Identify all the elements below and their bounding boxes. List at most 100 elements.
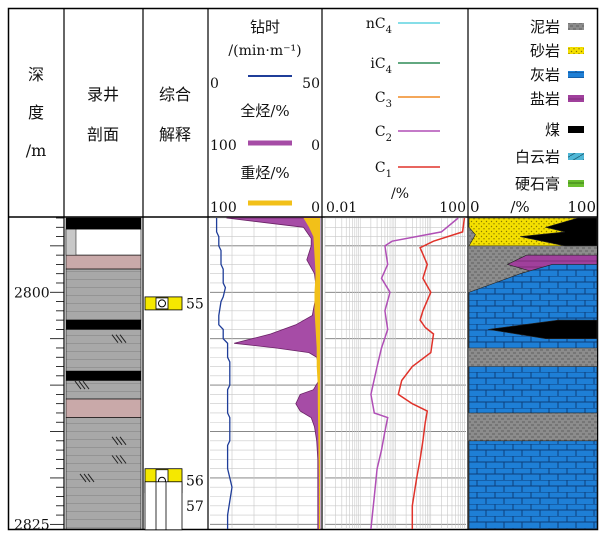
rock-legend-label: 盐岩 xyxy=(530,90,560,108)
lithology-band xyxy=(65,329,142,372)
rock-legend-swatch xyxy=(568,47,584,54)
depth-label: 2800 xyxy=(14,285,50,301)
depth-track: 2800 2825 xyxy=(14,217,64,533)
drill-time-line xyxy=(215,218,233,529)
interpretation-symbol xyxy=(155,297,169,310)
rock-legend-swatch xyxy=(568,126,584,133)
depth-header-line-1: 深 xyxy=(28,65,44,84)
lithology-header: 录井 剖面 xyxy=(87,85,119,144)
interpretation-header-line-1: 综合 xyxy=(159,85,191,104)
gas-legend-label: nC4 xyxy=(366,16,392,36)
lithology-mark xyxy=(119,436,127,446)
lithology-mark xyxy=(82,380,90,390)
depth-header: 深 度 /m xyxy=(26,65,47,160)
lithology-header-line-2: 剖面 xyxy=(87,125,119,144)
interpretation-number: 57 xyxy=(186,499,204,515)
lithology-band xyxy=(65,370,142,381)
total-hc-area xyxy=(226,217,321,530)
lithology-header-line-1: 录井 xyxy=(87,85,119,104)
lithology-mark xyxy=(83,473,91,483)
rock-area-coal xyxy=(520,217,598,247)
lithology-mark xyxy=(115,455,123,464)
rock-legend-label: 灰岩 xyxy=(530,66,560,84)
rock-legend-swatch xyxy=(568,180,584,187)
lithology-mark xyxy=(74,380,82,390)
lithology-band xyxy=(65,254,142,270)
heavy-hc-area xyxy=(303,218,320,529)
gas-legend-label: C3 xyxy=(375,90,392,110)
lithology-mark xyxy=(78,380,86,390)
lithology-mark xyxy=(111,334,119,343)
depth-label: 2825 xyxy=(14,517,50,533)
gas-legend-label: C1 xyxy=(375,160,392,180)
rock-max: 100 xyxy=(567,198,596,216)
interpretation-symbol xyxy=(158,299,166,308)
rock-legend-swatch xyxy=(568,95,584,102)
rock-legend-swatch xyxy=(568,71,584,78)
total-hc-min: 100 xyxy=(210,138,237,154)
drill-time-title: 钻时 xyxy=(250,18,280,36)
lithology-band xyxy=(65,380,142,400)
lithology-mark xyxy=(115,334,123,343)
rock-legend-label: 砂岩 xyxy=(530,42,560,60)
depth-header-line-3: /m xyxy=(26,141,47,160)
lithology-mark xyxy=(111,455,119,464)
rock-min: 0 xyxy=(470,198,480,216)
rock-legend-swatch xyxy=(568,153,584,160)
rock-area-limestone xyxy=(468,440,598,530)
lithology-band xyxy=(65,398,142,418)
depth-header-line-2: 度 xyxy=(28,103,44,122)
gas-line xyxy=(397,217,466,529)
lithology-band xyxy=(65,417,142,530)
lithology-mark xyxy=(119,334,127,343)
heavy-hc-min: 100 xyxy=(210,200,237,216)
lithology-band xyxy=(65,228,77,256)
gas-legend-label: C2 xyxy=(375,124,392,144)
lithology-mark xyxy=(87,473,95,483)
lithology-band xyxy=(65,319,142,330)
lithology-track xyxy=(65,217,142,530)
rock-area-limestone xyxy=(468,366,598,414)
column-separators xyxy=(63,8,469,530)
interpretation-header-line-2: 解释 xyxy=(159,125,191,144)
total-hc-max: 0 xyxy=(311,138,320,154)
gas-min: 0.01 xyxy=(326,200,357,216)
heavy-hc-title: 重烃/% xyxy=(240,164,289,182)
interpretation-track: 55 56 57 xyxy=(144,296,204,531)
rock-track xyxy=(468,217,598,530)
lithology-mark xyxy=(111,436,119,446)
interpretation-header: 综合 解释 xyxy=(159,85,191,144)
lithology-mark xyxy=(115,436,123,446)
lithology-band xyxy=(65,217,142,230)
drill-time-unit: /(min·m⁻¹) xyxy=(228,43,301,59)
lithology-mark xyxy=(79,473,87,483)
hc-header: 钻时 /(min·m⁻¹) 0 50 全烃/% 100 0 重烃/% 100 0 xyxy=(210,18,320,216)
interpretation-box xyxy=(144,481,183,531)
lithology-band xyxy=(65,268,142,321)
table-frame xyxy=(7,7,599,531)
hc-track xyxy=(210,217,321,530)
rock-legend-label: 煤 xyxy=(545,121,560,139)
interpretation-number: 55 xyxy=(186,296,204,312)
total-hc-title: 全烃/% xyxy=(240,102,289,120)
drill-time-max: 50 xyxy=(302,76,320,92)
gas-line xyxy=(370,217,459,530)
gas-max: 100 xyxy=(439,200,466,216)
gas-legend-label: iC4 xyxy=(370,56,392,76)
rock-legend-label: 白云岩 xyxy=(515,148,560,166)
gas-track xyxy=(324,217,466,530)
gas-unit: /% xyxy=(391,186,409,202)
rock-area-coal xyxy=(488,319,598,340)
lithology-mark xyxy=(119,455,127,464)
drill-time-min: 0 xyxy=(210,76,219,92)
rock-unit: /% xyxy=(510,198,529,216)
rock-legend-label: 泥岩 xyxy=(530,18,560,36)
heavy-hc-max: 0 xyxy=(311,200,320,216)
rock-legend-swatch xyxy=(568,23,584,30)
rock-legend-label: 硬石膏 xyxy=(515,175,560,193)
interpretation-number: 56 xyxy=(186,474,204,490)
lithology-band xyxy=(65,228,142,256)
